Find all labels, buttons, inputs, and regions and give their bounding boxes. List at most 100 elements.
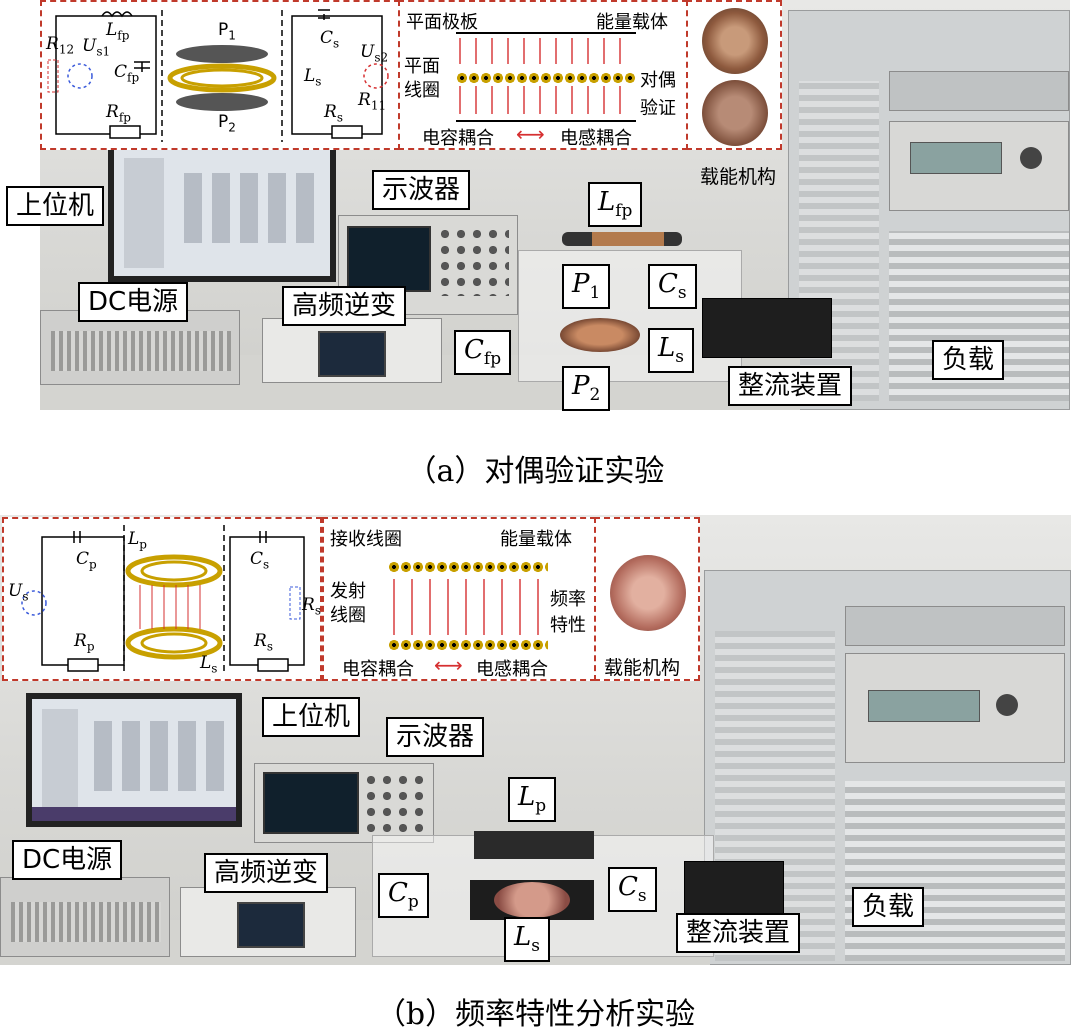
- load-cabinet: [788, 10, 1070, 410]
- label-cp-b: Cp: [76, 549, 97, 572]
- label-us1: Us1: [82, 36, 111, 59]
- plate-line-bottom: [456, 120, 636, 122]
- plate-line-top: [456, 32, 636, 34]
- coupling-inset-a: 平面极板 能量载体 平面 线圈 对偶 验证 电容耦合 ⟷ 电感耦合: [398, 0, 688, 150]
- load-unit-b: [845, 653, 1065, 763]
- host-monitor-b: [26, 693, 242, 827]
- label-rfp: Rfp: [106, 102, 131, 125]
- label-dc-b: DC电源: [12, 840, 123, 880]
- coil-row-bottom-b: [388, 639, 548, 651]
- circuit-diagram-a: [47, 9, 389, 142]
- host-monitor: [108, 142, 336, 282]
- label-rs-b: Rs: [254, 631, 273, 654]
- lfp-inductor: [562, 232, 682, 246]
- text-ind-coupling-b: 电感耦合: [476, 659, 548, 680]
- dc-supply: [40, 310, 240, 385]
- label-lfp-a: Lfp: [588, 182, 643, 228]
- oscilloscope-b: [254, 763, 434, 843]
- label-inverter-a: 高频逆变: [282, 286, 407, 326]
- coupling-inset-b: 接收线圈 能量载体 发射 线圈 频率 特性 电容耦合 ⟷ 电感耦合: [322, 517, 596, 681]
- text-cap-coupling-a: 电容耦合: [422, 128, 494, 149]
- carrier-plates: [560, 318, 640, 352]
- circuit-diagram-b: [21, 525, 305, 673]
- text-carrier-label-b: 载能机构: [604, 657, 681, 679]
- label-cp-b-photo: Cp: [378, 873, 429, 919]
- caption-b: （b）频率特性分析实验: [375, 997, 696, 1032]
- label-cs-circuit: Cs: [320, 28, 340, 51]
- circuit-inset-b: Us Cp Lp Rp Ls Cs Rs Rs: [2, 517, 322, 681]
- label-rs-circuit: Rs: [324, 102, 343, 125]
- plate-ls: [470, 880, 594, 920]
- label-lp-b-photo: Lp: [508, 777, 557, 823]
- field-arrows-a: [459, 38, 621, 114]
- label-ls-b-photo: Ls: [504, 917, 550, 963]
- text-carrier-b: 能量载体: [500, 529, 572, 550]
- label-cs-b-photo: Cs: [608, 867, 657, 913]
- label-r12: R12: [46, 34, 75, 57]
- text-plane-2: 线圈: [404, 80, 440, 101]
- label-load-a: 负载: [932, 340, 1005, 380]
- label-us-b: Us: [8, 581, 29, 604]
- text-dual-2: 验证: [640, 98, 676, 119]
- text-receive-coil: 接收线圈: [330, 529, 402, 550]
- label-rectifier-b: 整流装置: [676, 913, 801, 953]
- carrier-photo-2: [702, 80, 768, 146]
- label-dc-a: DC电源: [78, 282, 189, 322]
- carrier-inset-a: [686, 0, 782, 150]
- plate-lp: [474, 831, 594, 859]
- label-load-b: 负载: [852, 887, 925, 927]
- label-p1-a: P1: [562, 264, 611, 310]
- label-r11: R11: [358, 90, 387, 113]
- label-rp-b: Rp: [74, 631, 95, 654]
- text-ind-coupling-a: 电感耦合: [560, 128, 632, 149]
- label-host-b: 上位机: [262, 697, 361, 737]
- label-host-a: 上位机: [6, 186, 105, 226]
- label-p2-circuit: P2: [218, 112, 236, 135]
- carrier-inset-b: 载能机构: [594, 517, 700, 681]
- double-arrow-a: ⟷: [516, 122, 545, 146]
- inverter-b: [180, 887, 356, 957]
- label-us2: Us2: [360, 42, 389, 65]
- label-scope-a: 示波器: [372, 170, 471, 210]
- load-unit-top: [889, 71, 1069, 111]
- double-arrow-b: ⟷: [434, 653, 463, 677]
- load-vent-b: [845, 781, 1065, 961]
- label-p1-circuit: P1: [218, 20, 236, 43]
- label-cs-a: Cs: [648, 264, 697, 310]
- carrier-photo-b: [610, 555, 686, 631]
- label-ls-a: Ls: [648, 328, 694, 374]
- label-cfp: Cfp: [114, 62, 140, 85]
- text-transmit-2: 线圈: [330, 605, 366, 626]
- coil-row-a: [456, 72, 636, 84]
- text-carrier: 能量载体: [596, 12, 668, 33]
- text-carrier-label-a: 载能机构: [700, 166, 777, 188]
- label-ls-circuit: Ls: [304, 66, 322, 89]
- label-rectifier-a: 整流装置: [728, 366, 853, 406]
- label-ls-circ-b: Ls: [200, 653, 218, 676]
- text-transmit-1: 发射: [330, 581, 366, 602]
- label-inverter-b: 高频逆变: [204, 853, 329, 893]
- label-scope-b: 示波器: [386, 717, 485, 757]
- field-arrows-b: [393, 579, 539, 635]
- circuit-inset-a: R12 Us1 Lfp Cfp Rfp P1 P2 Cs Ls Us2 R11 …: [40, 0, 400, 150]
- text-cap-coupling-b: 电容耦合: [342, 659, 414, 680]
- text-freq-1: 频率: [550, 589, 586, 610]
- label-cs-circ-b: Cs: [250, 549, 270, 572]
- load-unit: [889, 121, 1069, 211]
- label-rs-load-b: Rs: [302, 595, 321, 618]
- coil-row-top-b: [388, 561, 548, 573]
- panel-b: Us Cp Lp Rp Ls Cs Rs Rs 接收线圈 能量载体 发射 线圈 …: [0, 515, 1071, 1032]
- text-plate: 平面极板: [406, 12, 478, 33]
- carrier-photo-1: [702, 8, 768, 74]
- text-freq-2: 特性: [550, 615, 586, 636]
- label-lp-b: Lp: [128, 529, 147, 552]
- text-plane-1: 平面: [404, 56, 440, 77]
- rectifier: [702, 298, 832, 358]
- caption-a: （a）对偶验证实验: [406, 454, 665, 489]
- inverter: [262, 318, 442, 383]
- rectifier-b: [684, 861, 784, 917]
- label-p2-a: P2: [562, 366, 611, 412]
- label-lfp: Lfp: [106, 20, 130, 43]
- label-cfp-a: Cfp: [454, 330, 512, 376]
- dc-supply-b: [0, 877, 170, 957]
